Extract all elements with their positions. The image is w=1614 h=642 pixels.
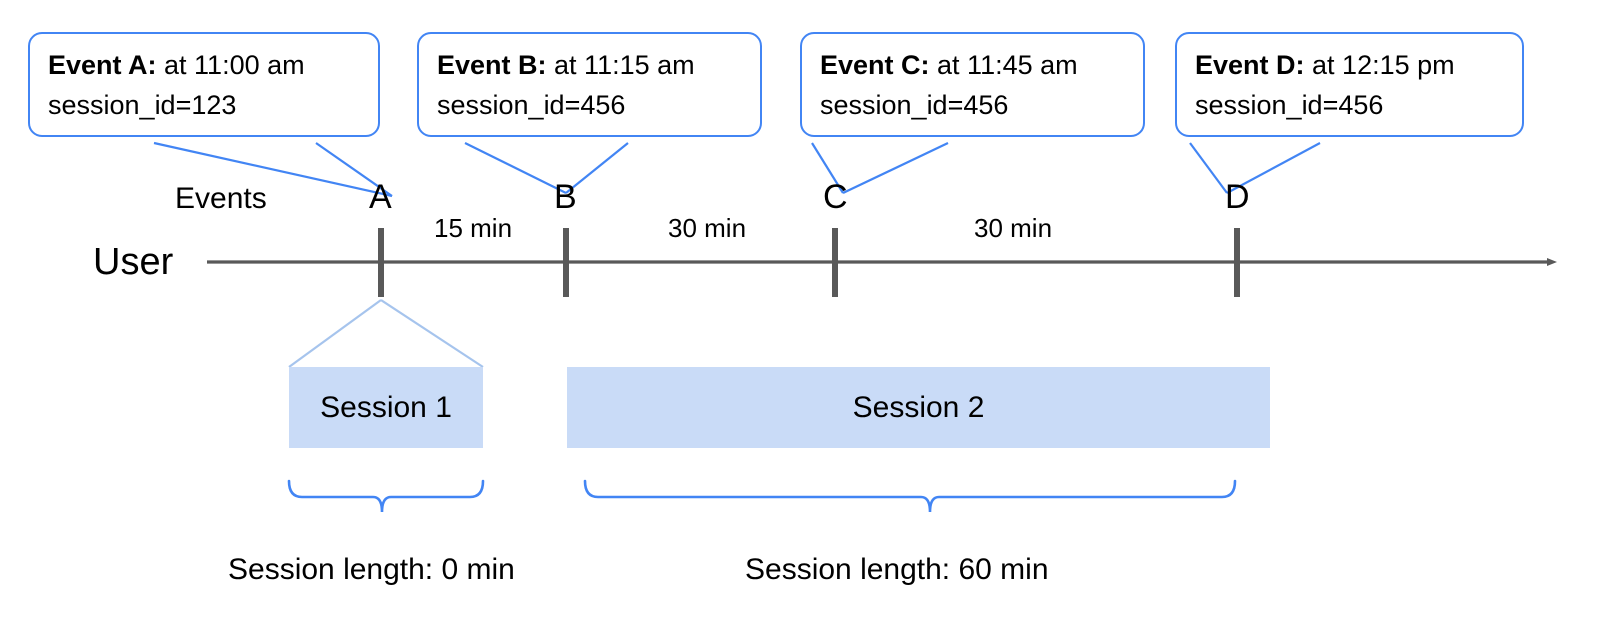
callout-b-session-id: session_id=456 — [437, 89, 626, 120]
session-bar-1[interactable]: Session 1 — [289, 367, 483, 448]
session-1-length-label: Session length: 0 min — [228, 553, 515, 586]
session1-funnel — [288, 299, 484, 368]
gap-label-b-c: 30 min — [668, 213, 747, 243]
session2-brace — [583, 479, 1237, 513]
callout-b-time: at 11:15 am — [546, 50, 695, 80]
session-bar-2-label: Session 2 — [852, 390, 985, 424]
tick-label-d: D — [1225, 178, 1250, 216]
row-label-events: Events — [175, 182, 267, 215]
callout-a-title: Event A: — [48, 50, 157, 80]
callout-a-time: at 11:00 am — [156, 50, 305, 80]
callout-b-title: Event B: — [437, 50, 547, 80]
callout-d-time: at 12:15 pm — [1304, 50, 1455, 80]
tick-label-a: A — [369, 178, 392, 216]
callout-event-a[interactable]: Event A: at 11:00 am session_id=123 — [28, 32, 380, 138]
callout-c-time: at 11:45 am — [929, 50, 1078, 80]
callout-c-title: Event C: — [820, 50, 930, 80]
callout-tail-d — [1189, 142, 1321, 194]
callout-event-b[interactable]: Event B: at 11:15 am session_id=456 — [417, 32, 762, 138]
tick-label-c: C — [823, 178, 848, 216]
callout-event-d[interactable]: Event D: at 12:15 pm session_id=456 — [1175, 32, 1524, 138]
callout-event-c[interactable]: Event C: at 11:45 am session_id=456 — [800, 32, 1145, 138]
callout-tail-b — [464, 142, 629, 194]
gap-label-a-b: 15 min — [434, 213, 513, 243]
callout-d-session-id: session_id=456 — [1195, 89, 1384, 120]
tick-label-b: B — [554, 178, 577, 216]
callout-d-title: Event D: — [1195, 50, 1305, 80]
callout-a-session-id: session_id=123 — [48, 89, 237, 120]
session-bar-2[interactable]: Session 2 — [567, 367, 1270, 448]
session-bar-1-label: Session 1 — [320, 390, 452, 424]
session-2-length-label: Session length: 60 min — [745, 553, 1049, 586]
gap-label-c-d: 30 min — [974, 213, 1053, 243]
row-label-user: User — [93, 241, 174, 283]
callout-c-session-id: session_id=456 — [820, 89, 1009, 120]
session1-brace — [287, 479, 485, 513]
